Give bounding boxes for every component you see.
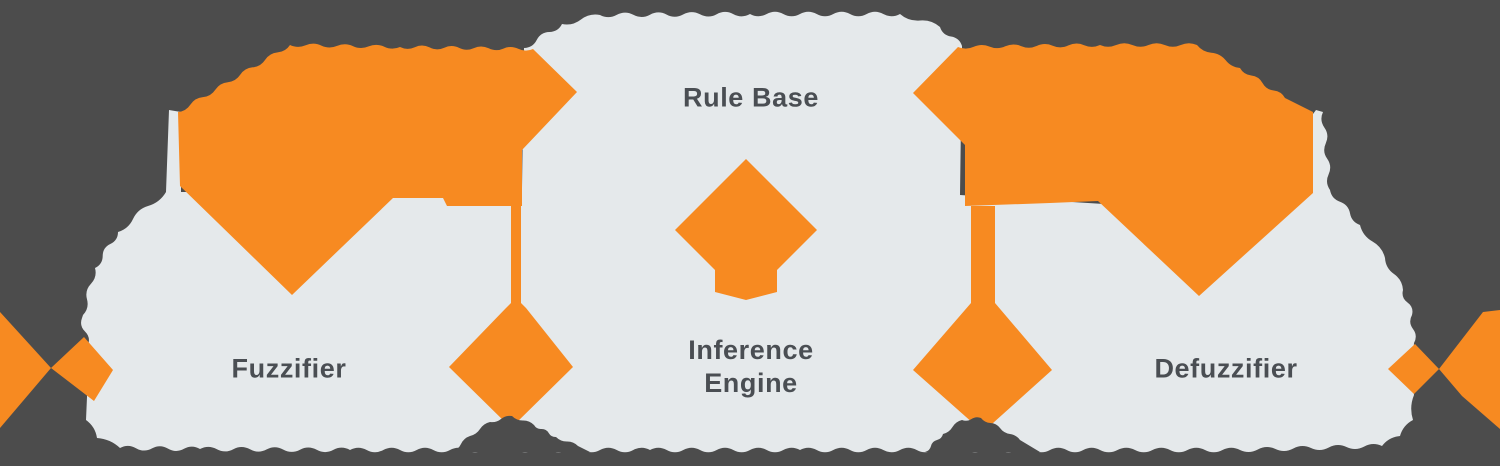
- inference-engine-label-line2: Engine: [704, 368, 798, 398]
- defuzzifier-top-arrow: [913, 43, 1313, 296]
- fuzzifier-to-inference-diamond-arrow: [449, 206, 573, 428]
- ground-bump-right: [925, 417, 1040, 452]
- input-arrow: [0, 312, 51, 428]
- output-arrow-head: [1388, 344, 1439, 394]
- output-arrow: [1439, 310, 1500, 429]
- rule-base-to-inference-diamond-arrow: [675, 159, 817, 300]
- inference-to-defuzzifier-diamond-arrow: [913, 206, 1052, 432]
- fuzzifier-top-arrow: [178, 43, 577, 295]
- inference-engine-label-line1: Inference: [688, 335, 814, 365]
- fuzzifier-label: Fuzzifier: [231, 353, 347, 384]
- rule-base-label: Rule Base: [683, 82, 819, 113]
- defuzzifier-label: Defuzzifier: [1154, 353, 1298, 384]
- ground-bump-left: [452, 415, 590, 452]
- inference-engine-label: Inference Engine: [688, 334, 813, 400]
- input-arrow-head: [51, 337, 113, 401]
